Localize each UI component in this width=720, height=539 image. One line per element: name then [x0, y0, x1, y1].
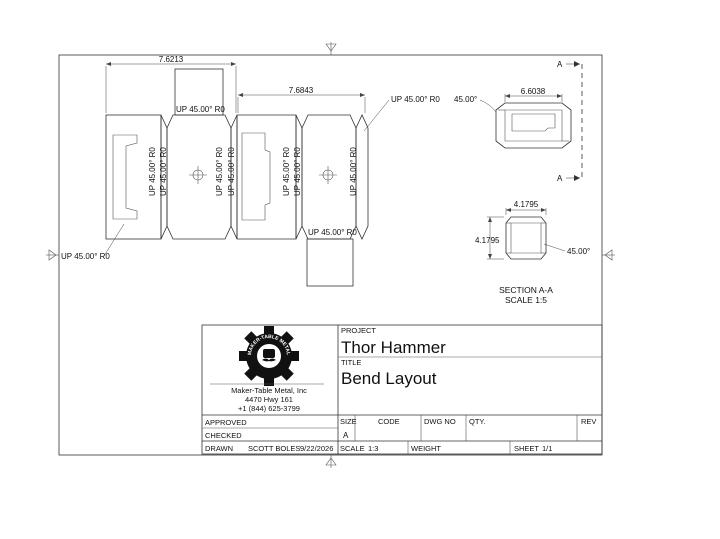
end-flange — [355, 114, 369, 240]
section-view: 4.1795 4.1795 45.00° SECTION A-A SCALE 1… — [475, 200, 590, 305]
size-label: SIZE — [340, 417, 357, 426]
code-label: CODE — [378, 417, 400, 426]
bend-note-end-flange: UP 45.00° R0 — [391, 95, 440, 104]
sheet-value: 1/1 — [542, 444, 552, 453]
company-address: 4470 Hwy 161 — [245, 395, 293, 404]
dimension-width: 6.6038 — [521, 87, 546, 96]
centering-marks — [46, 42, 615, 468]
top-tab — [174, 68, 224, 116]
bend-note-top-tab: UP 45.00° R0 — [176, 105, 225, 114]
title-label: TITLE — [341, 358, 361, 367]
bend-note-vertical-2: UP 45.00° R0 — [159, 147, 168, 196]
weight-label: WEIGHT — [411, 444, 441, 453]
bend-note-vertical-3: UP 45.00° R0 — [215, 147, 224, 196]
drawing-title: Bend Layout — [341, 369, 437, 388]
section-dimension-width: 4.1795 — [514, 200, 539, 209]
section-angle: 45.00° — [567, 247, 590, 256]
section-title: SECTION A-A — [499, 285, 553, 295]
title-block: MAKER-TABLE METAL Maker-Table Metal, Inc… — [201, 324, 603, 455]
drawn-date: 9/22/2026 — [300, 444, 333, 453]
bend-note-panel-1: UP 45.00° R0 — [61, 252, 110, 261]
flat-pattern: 7.6213 7.6843 UP 45.00° R0 UP 45.00° R0 … — [61, 55, 440, 287]
bend-note-vertical-6: UP 45.00° R0 — [293, 147, 302, 196]
project-name: Thor Hammer — [341, 338, 446, 357]
bend-note-vertical-7: UP 45.00° R0 — [349, 147, 358, 196]
qty-label: QTY. — [469, 417, 486, 426]
rev-label: REV — [581, 417, 596, 426]
side-view-angle: 45.00° — [454, 95, 477, 104]
bend-note-bottom-tab: UP 45.00° R0 — [308, 228, 357, 237]
bend-note-vertical-4: UP 45.00° R0 — [227, 147, 236, 196]
panel-1-cutout — [112, 134, 138, 220]
section-scale: SCALE 1:5 — [505, 295, 547, 305]
bend-note-vertical-5: UP 45.00° R0 — [282, 147, 291, 196]
dwg-no-label: DWG NO — [424, 417, 456, 426]
approved-label: APPROVED — [205, 418, 247, 427]
section-marker-bottom: A — [557, 174, 563, 183]
scale-value: 1:3 — [368, 444, 378, 453]
company-name: Maker-Table Metal, Inc — [231, 386, 307, 395]
size-value: A — [343, 431, 349, 440]
bottom-tab — [306, 238, 354, 287]
panel-3-cutout — [241, 132, 271, 221]
company-logo: MAKER-TABLE METAL — [239, 326, 299, 386]
panel-4 — [301, 114, 357, 240]
side-view: 6.6038 45.00° A A — [454, 60, 583, 183]
company-phone: +1 (844) 625-3799 — [238, 404, 300, 413]
dimension-length-1: 7.6213 — [159, 55, 184, 64]
dimension-length-2: 7.6843 — [289, 86, 314, 95]
scale-label: SCALE — [340, 444, 365, 453]
section-dimension-height: 4.1795 — [475, 236, 500, 245]
bend-note-vertical-1: UP 45.00° R0 — [148, 147, 157, 196]
drawn-by: SCOTT BOLES — [248, 444, 300, 453]
drawn-label: DRAWN — [205, 444, 233, 453]
section-marker-top: A — [557, 60, 563, 69]
checked-label: CHECKED — [205, 431, 242, 440]
sheet-label: SHEET — [514, 444, 539, 453]
project-label: PROJECT — [341, 326, 376, 335]
